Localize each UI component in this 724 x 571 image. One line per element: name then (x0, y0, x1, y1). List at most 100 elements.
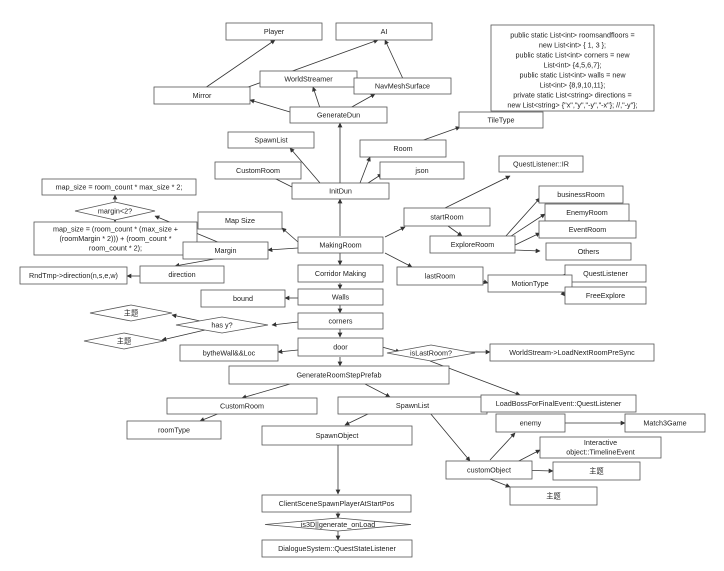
svg-text:has y?: has y? (211, 321, 232, 330)
edge-makingroom-mapsize (281, 227, 299, 243)
node-zhuti-3: 主题 (552, 461, 641, 481)
node-map-size-formula: map_size = room_count * max_size * 2; (41, 178, 197, 196)
node-custom-room-top: CustomRoom (214, 161, 302, 180)
node-load-boss: LoadBossForFinalEvent::QuestListener (480, 394, 637, 413)
node-bound: bound (200, 289, 286, 308)
edge-generatedun-navmesh (349, 93, 376, 109)
svg-text:corners: corners (329, 317, 353, 326)
node-quest-listener-ir: QuestListener::IR (498, 155, 584, 173)
node-ai: AI (335, 22, 433, 41)
svg-text:NavMeshSurface: NavMeshSurface (375, 82, 430, 91)
svg-text:SpawnList: SpawnList (254, 136, 287, 145)
svg-text:customObject: customObject (467, 466, 511, 475)
node-code-block: public static List<int> roomsandfloors =… (490, 24, 655, 112)
svg-text:map_size = room_count * max_si: map_size = room_count * max_size * 2; (56, 183, 183, 192)
edge-generatedun-mirror (249, 98, 291, 113)
svg-text:door: door (333, 343, 348, 352)
node-is3d: is3D||generate_onLoad (264, 517, 412, 532)
edge-generatestep-spawnlist (364, 383, 391, 398)
svg-text:bytheWall&&Loc: bytheWall&&Loc (203, 349, 256, 358)
svg-text:EventRoom: EventRoom (569, 225, 607, 234)
edge-customobject-enemy (489, 432, 516, 461)
svg-text:主题: 主题 (117, 337, 131, 346)
edge-generatedun-worldstreamer (312, 86, 321, 109)
svg-text:isLastRoom?: isLastRoom? (410, 349, 452, 358)
svg-text:主题: 主题 (124, 309, 138, 318)
node-init-dun: InitDun (291, 182, 390, 200)
svg-text:MotionType: MotionType (511, 279, 548, 288)
edge-explore-event (514, 232, 541, 246)
svg-text:WorldStream->LoadNextRoomPreSy: WorldStream->LoadNextRoomPreSync (509, 348, 635, 357)
node-zhuti-4: 主题 (509, 486, 598, 506)
node-by-the-wall: bytheWall&&Loc (179, 344, 279, 362)
svg-text:lastRoom: lastRoom (425, 272, 455, 281)
svg-text:Player: Player (264, 27, 285, 36)
node-enemy: enemy (495, 413, 566, 433)
svg-text:CustomRoom: CustomRoom (236, 166, 280, 175)
edge-startroom-exploreroom (447, 225, 463, 237)
svg-text:json: json (414, 166, 428, 175)
edge-mirror-player (204, 39, 276, 89)
svg-text:private static List<string> di: private static List<string> directions = (513, 91, 631, 100)
edge-initdun-room (359, 156, 371, 184)
svg-text:startRoom: startRoom (430, 213, 463, 222)
node-interactive: Interactive object::TimelineEvent (539, 436, 662, 459)
edge-initdun-spawnlist (289, 147, 321, 184)
svg-text:margin<2?: margin<2? (98, 207, 132, 216)
node-tile-type: TileType (458, 111, 544, 129)
svg-text:CustomRoom: CustomRoom (220, 402, 264, 411)
node-mirror: Mirror (153, 86, 251, 105)
svg-text:Mirror: Mirror (193, 91, 212, 100)
node-json: json (379, 161, 465, 180)
node-free-explore: FreeExplore (564, 286, 647, 305)
edge-hasy-zhuti2 (161, 329, 206, 342)
node-spawn-object: SpawnObject (261, 425, 413, 446)
edge-spawnlist-spawnobject (344, 412, 371, 426)
svg-text:DialogueSystem::QuestStateList: DialogueSystem::QuestStateListener (278, 544, 396, 553)
edge-corners-hasy (271, 321, 299, 327)
edge-makingroom-margin (267, 247, 299, 253)
edge-makingroom-lastroom (384, 252, 413, 268)
edge-makingroom-startroom (384, 226, 406, 238)
edge-spawnlist-customobject (429, 412, 471, 462)
svg-text:AI: AI (381, 27, 388, 36)
edge-door-bythewall (277, 349, 299, 354)
node-explore-room: ExploreRoom (429, 235, 516, 254)
node-door: door (297, 337, 384, 357)
svg-text:public static List<int> roomsa: public static List<int> roomsandfloors = (510, 31, 634, 40)
svg-text:QuestListener: QuestListener (583, 269, 628, 278)
node-last-room: lastRoom (396, 266, 484, 286)
node-enemy-room: EnemyRoom (544, 203, 630, 222)
svg-text:LoadBossForFinalEvent::QuestLi: LoadBossForFinalEvent::QuestListener (496, 399, 622, 408)
svg-text:RndTmp->direction(n,s,e,w): RndTmp->direction(n,s,e,w) (29, 271, 118, 280)
svg-text:EnemyRoom: EnemyRoom (566, 208, 608, 217)
node-zhuti-1: 主题 (89, 304, 173, 322)
svg-text:QuestListener::IR: QuestListener::IR (513, 160, 569, 169)
svg-text:new List<string> {"x","y","-y": new List<string> {"x","y","-y","-x"}; //… (507, 101, 637, 110)
svg-text:GenerateDun: GenerateDun (317, 111, 360, 120)
node-motion-type: MotionType (487, 274, 573, 293)
node-world-stream-load: WorldStream->LoadNextRoomPreSync (489, 343, 655, 362)
svg-text:Corridor Making: Corridor Making (315, 269, 366, 278)
node-room: Room (359, 139, 447, 158)
svg-text:主题: 主题 (546, 492, 560, 501)
svg-text:Margin: Margin (215, 246, 237, 255)
svg-text:MakingRoom: MakingRoom (319, 241, 361, 250)
svg-text:WorldStreamer: WorldStreamer (284, 75, 333, 84)
node-map-size: Map Size (197, 211, 283, 230)
node-others: Others (545, 242, 632, 261)
edge-explore-others (514, 248, 541, 254)
node-corridor-making: Corridor Making (297, 264, 384, 283)
svg-text:Interactive: Interactive (584, 438, 617, 447)
node-generate-dun: GenerateDun (289, 106, 388, 124)
node-margin: Margin (182, 241, 269, 260)
edge-navmesh-ai (384, 39, 405, 82)
node-has-y: has y? (175, 316, 269, 334)
node-navmesh-surface: NavMeshSurface (353, 77, 452, 95)
edge-startroom-questlistener (444, 175, 511, 209)
node-zhuti-2: 主题 (83, 332, 165, 350)
node-spawn-list-top: SpawnList (227, 131, 315, 149)
svg-text:room_count * 2);: room_count * 2); (89, 244, 142, 253)
edge-customobject-zhuti4 (489, 478, 511, 488)
node-match3game: Match3Game (624, 413, 706, 433)
